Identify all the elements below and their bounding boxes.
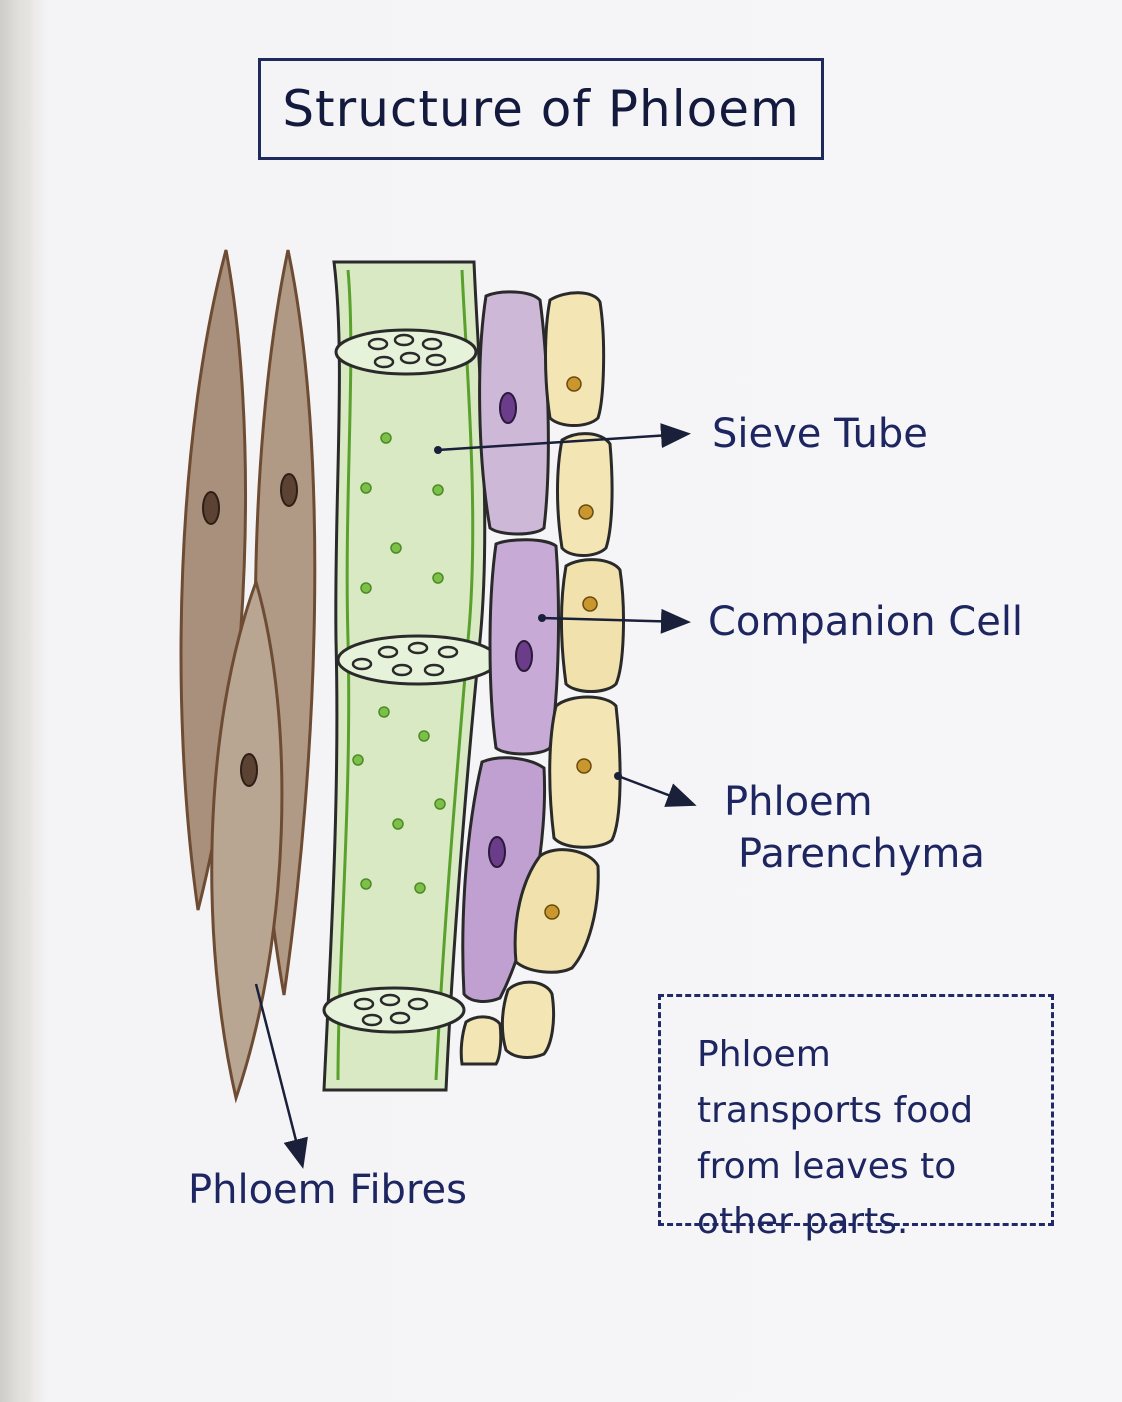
fibre-nucleus-1: [202, 491, 220, 525]
companion-nucleus-1: [499, 392, 517, 424]
phloem-parenchyma-cells: [459, 291, 625, 1066]
label-arrows: [254, 423, 697, 1169]
companion-nucleus-3: [488, 836, 506, 868]
arrow-sieve-tube: [437, 423, 691, 452]
label-phloem-parenchyma: Phloem Parenchyma: [724, 776, 985, 880]
label-companion-cell: Companion Cell: [708, 599, 1024, 645]
phloem-fibres: [179, 249, 317, 1104]
parenchyma-cell-1: [544, 291, 606, 427]
page-binding: [0, 0, 34, 1402]
label-sieve-tube: Sieve Tube: [712, 411, 928, 457]
companion-nucleus-2: [515, 640, 533, 672]
label-phloem-fibres: Phloem Fibres: [188, 1167, 467, 1213]
note-text: Phloem transports food from leaves to ot…: [697, 1034, 974, 1243]
sieve-tube-plastids: [352, 432, 446, 894]
parenchyma-cell-3: [560, 558, 625, 693]
label-phloem-parenchyma-line1: Phloem: [724, 779, 873, 825]
parenchyma-cell-6: [500, 980, 556, 1059]
sieve-pores: [351, 333, 459, 1027]
fibre-nucleus-3: [240, 753, 258, 787]
label-phloem-parenchyma-line2: Parenchyma: [738, 831, 985, 877]
parenchyma-nuclei: [544, 376, 598, 920]
companion-cell-3: [461, 756, 546, 1003]
arrow-companion-cell: [541, 608, 691, 634]
fibre-nucleus-2: [280, 473, 298, 507]
sieve-plate-top: [334, 328, 478, 376]
title-box: Structure of Phloem: [258, 58, 824, 160]
parenchyma-cell-2: [556, 432, 614, 557]
sieve-tube: [322, 260, 500, 1092]
parenchyma-cell-7: [459, 1015, 503, 1066]
page-title: Structure of Phloem: [282, 80, 800, 138]
phloem-fibre-left: [179, 249, 247, 911]
note-box: Phloem transports food from leaves to ot…: [658, 994, 1054, 1242]
phloem-fibre-front: [210, 577, 284, 1104]
arrow-phloem-fibres: [254, 983, 308, 1169]
arrow-phloem-parenchyma: [617, 774, 697, 807]
companion-cells: [461, 290, 560, 1003]
